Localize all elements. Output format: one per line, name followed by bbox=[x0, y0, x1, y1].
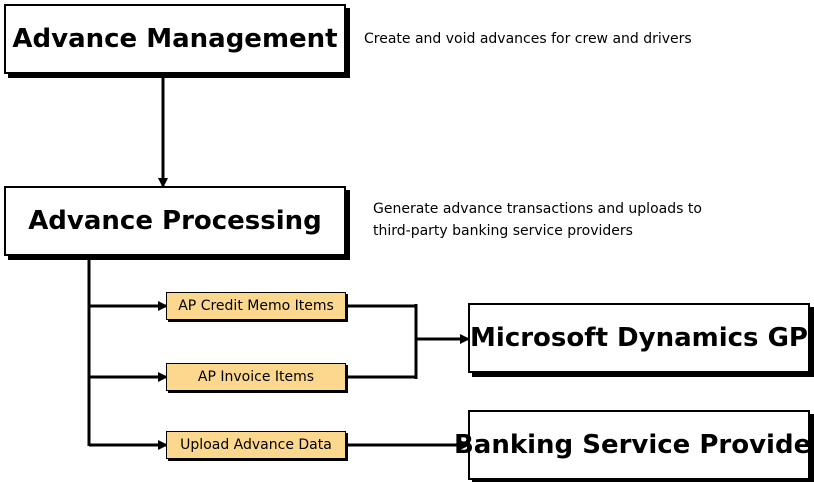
advance-processing-label: Advance Processing bbox=[28, 206, 322, 236]
advance-processing-note: Generate advance transactions and upload… bbox=[373, 198, 702, 242]
advance-management-note: Create and void advances for crew and dr… bbox=[364, 28, 692, 50]
advance-management-note-text: Create and void advances for crew and dr… bbox=[364, 31, 692, 47]
advance-processing-note-line-2: third-party banking service providers bbox=[373, 223, 633, 239]
advance-management-box: Advance Management bbox=[4, 4, 346, 74]
banking-service-provider-box: Banking Service Provider bbox=[454, 410, 814, 480]
banking-service-provider-label: Banking Service Provider bbox=[453, 430, 814, 460]
ap-credit-memo-items-tag: AP Credit Memo Items bbox=[166, 292, 346, 320]
ap-invoice-items-tag: AP Invoice Items bbox=[166, 363, 346, 391]
upload-advance-data-tag: Upload Advance Data bbox=[166, 431, 346, 459]
upload-advance-data-label: Upload Advance Data bbox=[180, 437, 332, 453]
ap-invoice-items-label: AP Invoice Items bbox=[197, 369, 315, 385]
microsoft-dynamics-gp-label: Microsoft Dynamics GP bbox=[470, 323, 808, 353]
advance-processing-note-line-1: Generate advance transactions and upload… bbox=[373, 201, 702, 217]
advance-processing-box: Advance Processing bbox=[4, 186, 346, 256]
advance-management-label: Advance Management bbox=[12, 24, 338, 54]
microsoft-dynamics-gp-box: Microsoft Dynamics GP bbox=[468, 303, 810, 373]
ap-credit-memo-items-label: AP Credit Memo Items bbox=[178, 298, 334, 314]
